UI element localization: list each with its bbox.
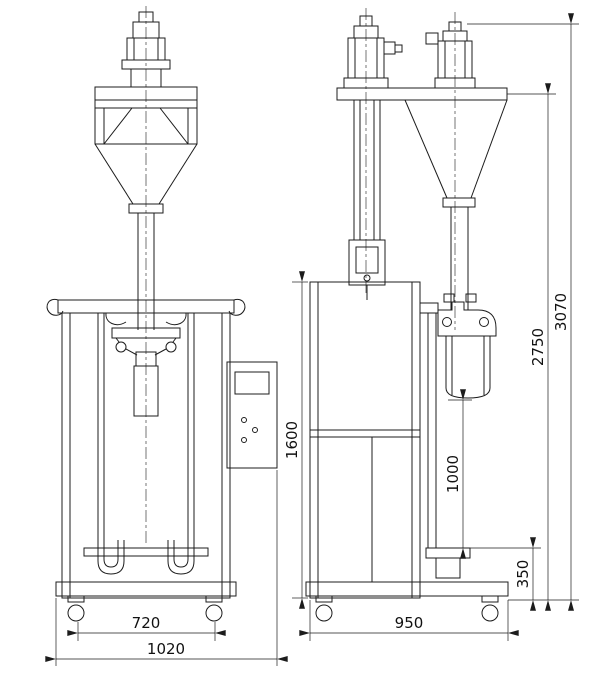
dim-support-height: 350 (514, 560, 532, 589)
dim-front-overall-width: 1020 (147, 640, 185, 658)
side-column (348, 100, 386, 300)
panel-button (241, 417, 247, 423)
caster-wheel (481, 604, 499, 622)
caster-wheel (315, 604, 333, 622)
side-lift-motor (343, 15, 403, 89)
dim-side-base-width: 950 (395, 614, 424, 632)
side-cabinet (309, 281, 421, 599)
front-frame (61, 312, 231, 599)
front-bag-clamp (111, 327, 181, 417)
dimension-annotations: 720 1020 950 1600 1000 350 2750 3070 (45, 13, 579, 666)
dim-bag-station-height: 1000 (444, 455, 462, 493)
front-view (46, 6, 278, 622)
control-panel (226, 361, 278, 469)
front-drive-motor (121, 11, 171, 88)
front-filler-head (94, 86, 198, 145)
dim-front-inner-width: 720 (132, 614, 161, 632)
caster-wheel (67, 604, 85, 622)
side-base (305, 581, 509, 622)
side-top-plate (336, 87, 508, 101)
panel-button (241, 437, 247, 443)
side-auger-motor (425, 21, 476, 89)
front-hopper-cone (94, 143, 198, 330)
dim-overall-height: 3070 (552, 293, 570, 331)
panel-button (252, 427, 258, 433)
side-bag-station (419, 293, 497, 579)
side-hopper (404, 99, 508, 310)
dim-hopper-level-height: 2750 (529, 328, 547, 366)
control-screen (234, 371, 270, 395)
front-base (55, 581, 237, 622)
front-u-pipes (97, 313, 195, 575)
side-view (305, 8, 509, 622)
dim-cabinet-height: 1600 (283, 421, 301, 459)
caster-wheel (205, 604, 223, 622)
